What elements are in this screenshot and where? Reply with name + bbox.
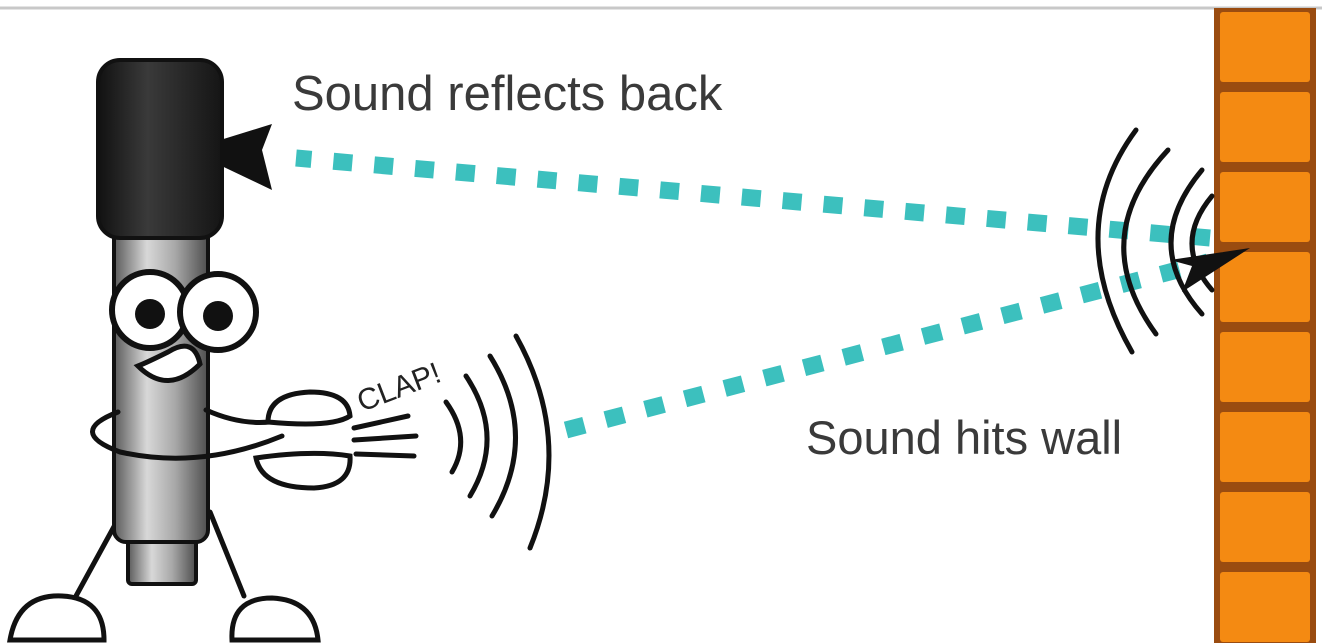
mic-feet (7, 593, 321, 643)
mic-eyes (109, 269, 259, 353)
mic-head (96, 58, 224, 240)
clap-label: CLAP! (353, 357, 446, 419)
sound-path-reflected (295, 149, 1211, 247)
wall-brick (1220, 92, 1310, 162)
label-sound-reflects-back: Sound reflects back (292, 67, 723, 121)
brick-wall (1214, 8, 1316, 643)
wall-brick (1220, 492, 1310, 562)
wall-brick (1220, 412, 1310, 482)
wall-brick (1220, 252, 1310, 322)
microphone-character (7, 58, 419, 643)
sound-path-outgoing (563, 253, 1211, 439)
clap-motion-lines (351, 413, 419, 459)
arrowhead-at-mic-icon (188, 124, 272, 190)
mic-smile (133, 343, 203, 383)
wall-bricks (1220, 12, 1310, 642)
wall-sound-waves-icon (1095, 127, 1215, 355)
label-sound-hits-wall: Sound hits wall (806, 411, 1123, 464)
wall-brick (1220, 572, 1310, 642)
wall-brick (1220, 332, 1310, 402)
clapping-hands (253, 389, 353, 491)
wall-brick (1220, 172, 1310, 242)
clap-sound-waves-icon (443, 333, 552, 551)
arrowhead-at-wall-icon (1170, 248, 1250, 292)
wall-brick (1220, 12, 1310, 82)
